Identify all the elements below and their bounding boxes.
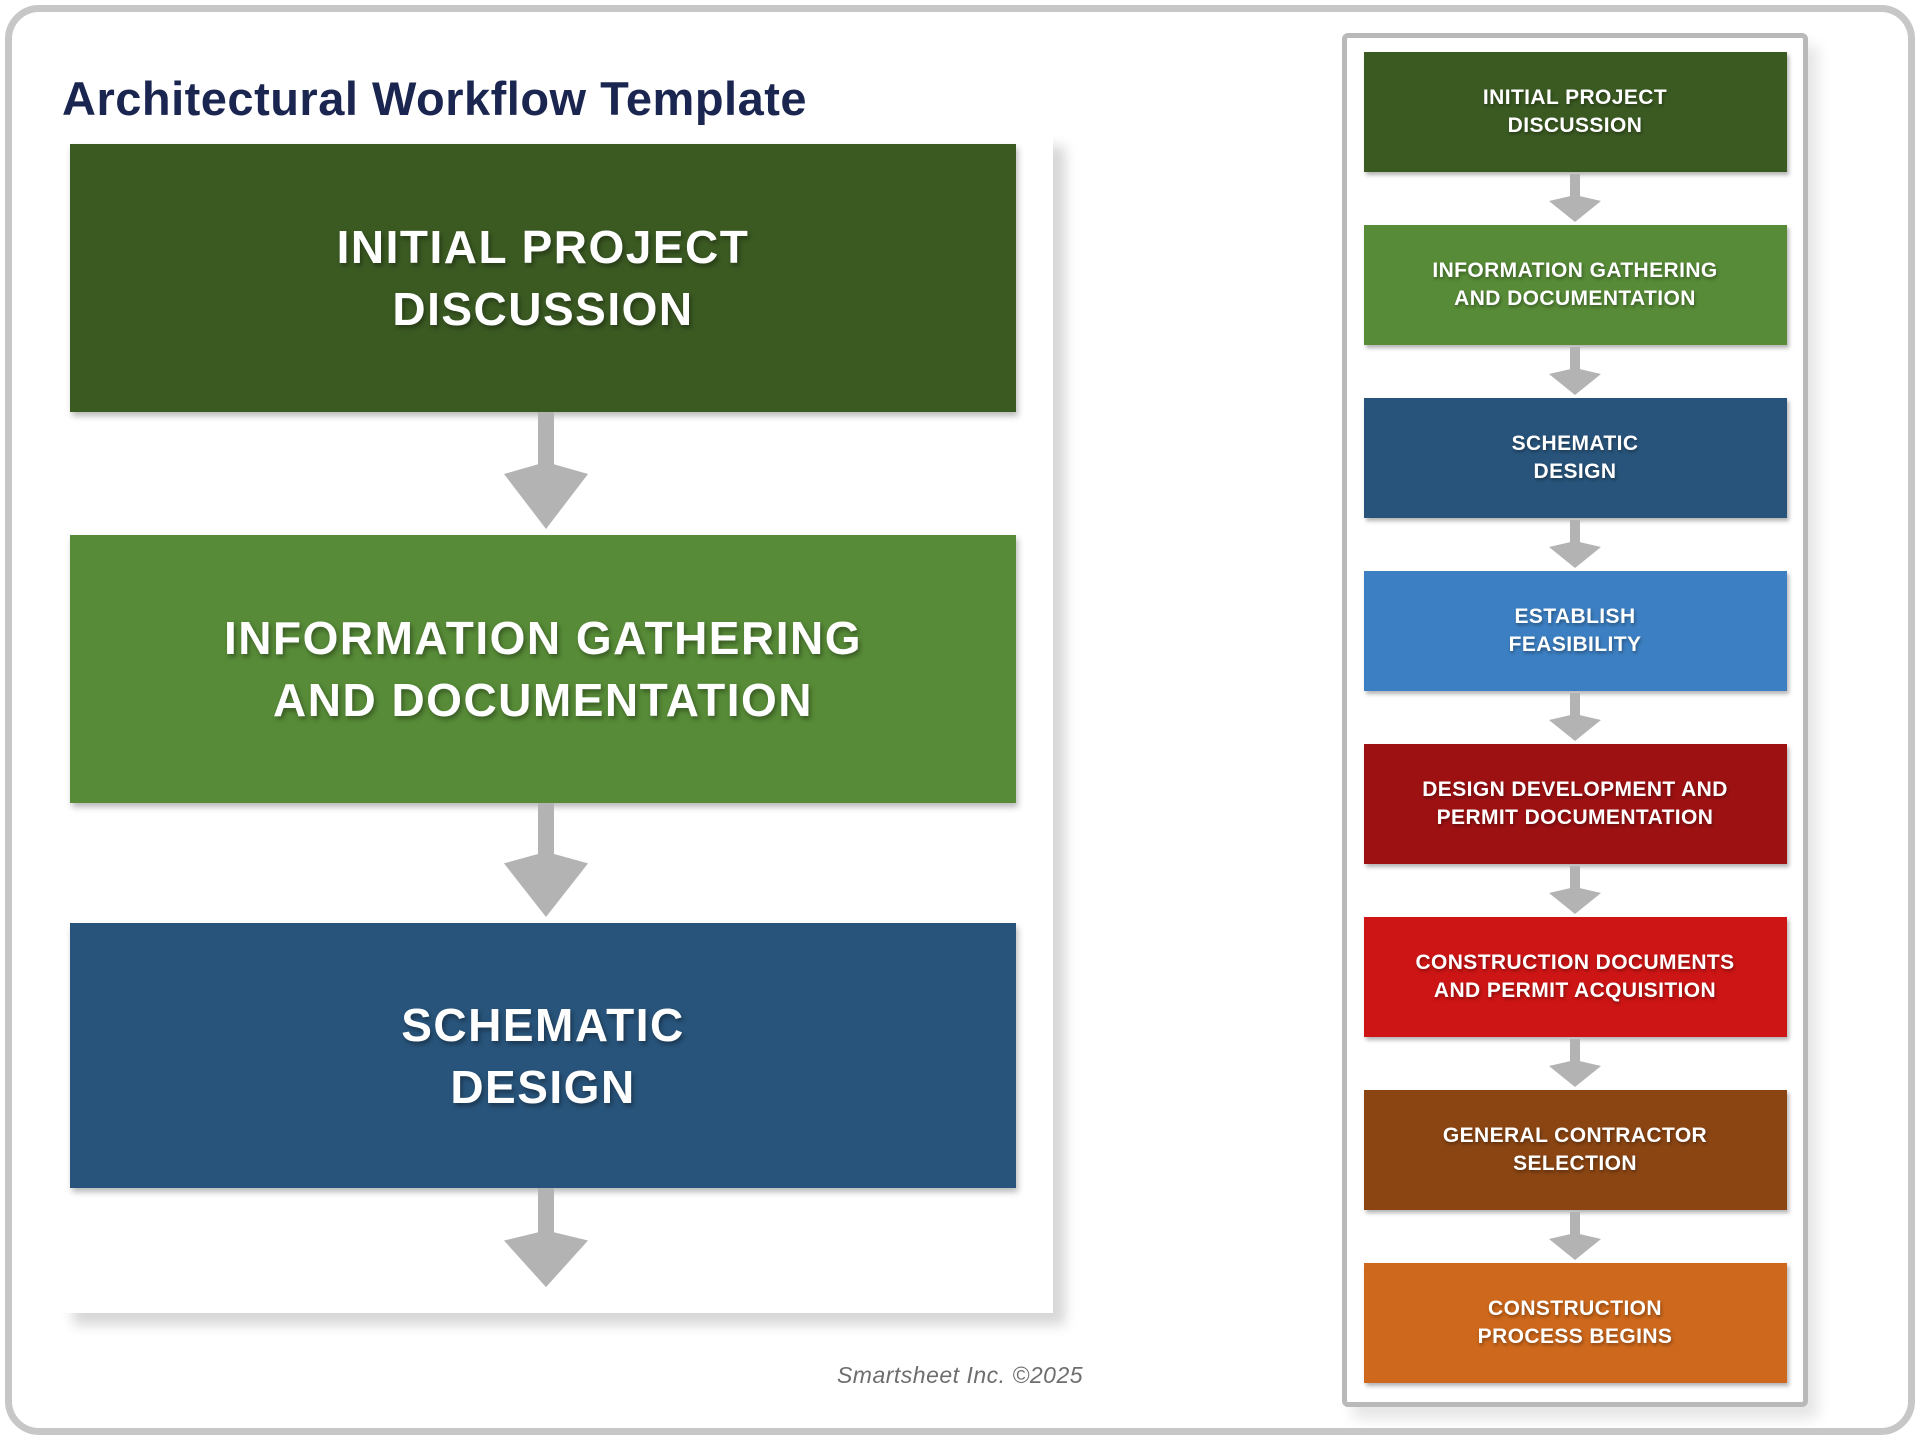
sidebar-step-construction-process-begins: CONSTRUCTION PROCESS BEGINS [1363,1263,1787,1383]
sidebar-step-general-contractor-selection: GENERAL CONTRACTOR SELECTION [1363,1090,1787,1210]
flow-step-label-line: INFORMATION GATHERING [224,612,862,664]
sidebar-step-label-line: DISCUSSION [1507,114,1643,137]
sidebar-step-label-line: PROCESS BEGINS [1477,1325,1673,1348]
down-arrow-icon [1549,345,1601,398]
sidebar-step-label-line: AND DOCUMENTATION [1454,287,1696,310]
sidebar-step-label-line: INITIAL PROJECT [1482,86,1668,109]
sidebar-step-construction-documents: CONSTRUCTION DOCUMENTS AND PERMIT ACQUIS… [1363,917,1787,1037]
sidebar-step-information-gathering: INFORMATION GATHERING AND DOCUMENTATION [1363,225,1787,345]
flow-step-label-line: AND DOCUMENTATION [273,674,813,726]
down-arrow-icon [1549,172,1601,225]
flow-step-label-line: INITIAL PROJECT [336,221,750,273]
sidebar-step-label-line: CONSTRUCTION DOCUMENTS [1415,951,1735,974]
copyright-credit: Smartsheet Inc. ©2025 [836,1362,1084,1388]
sidebar-step-label-line: DESIGN DEVELOPMENT AND [1422,778,1728,801]
flow-step-label-line: DISCUSSION [392,283,694,335]
flow-step-information-gathering: INFORMATION GATHERING AND DOCUMENTATION [70,535,1016,803]
down-arrow-icon [504,412,588,530]
down-arrow-icon [504,803,588,918]
sidebar-step-label-line: FEASIBILITY [1508,633,1642,656]
sidebar-step-schematic-design: SCHEMATIC DESIGN [1363,398,1787,518]
down-arrow-icon [1549,864,1601,917]
down-arrow-icon [1549,518,1601,571]
workflow-slide: INITIAL PROJECT DISCUSSION INFORMATION G… [57,130,1053,1313]
down-arrow-icon [1549,1210,1601,1263]
page-title: Architectural Workflow Template [62,72,808,126]
sidebar-step-label-line: SELECTION [1513,1152,1637,1175]
down-arrow-icon [1549,691,1601,744]
flow-step-schematic-design: SCHEMATIC DESIGN [70,923,1016,1188]
sidebar-step-label-line: SCHEMATIC [1511,432,1639,455]
down-arrow-icon [504,1188,588,1288]
flow-step-label-line: SCHEMATIC [401,998,685,1051]
sidebar-step-label-line: AND PERMIT ACQUISITION [1433,979,1717,1002]
down-arrow-icon [1549,1037,1601,1090]
sidebar-workflow-panel: INITIAL PROJECT DISCUSSION INFORMATION G… [1342,33,1808,1407]
sidebar-step-label-line: GENERAL CONTRACTOR [1442,1124,1708,1147]
sidebar-step-establish-feasibility: ESTABLISH FEASIBILITY [1363,571,1787,691]
sidebar-step-initial-project-discussion: INITIAL PROJECT DISCUSSION [1363,52,1787,172]
sidebar-step-label-line: ESTABLISH [1514,605,1636,628]
sidebar-step-label-line: INFORMATION GATHERING [1432,259,1718,282]
sidebar-step-label-line: DESIGN [1533,460,1617,483]
flow-step-label-line: DESIGN [450,1060,636,1113]
sidebar-step-label-line: CONSTRUCTION [1488,1297,1662,1320]
sidebar-step-design-development: DESIGN DEVELOPMENT AND PERMIT DOCUMENTAT… [1363,744,1787,864]
sidebar-step-label-line: PERMIT DOCUMENTATION [1436,806,1714,829]
flow-step-initial-project-discussion: INITIAL PROJECT DISCUSSION [70,144,1016,412]
